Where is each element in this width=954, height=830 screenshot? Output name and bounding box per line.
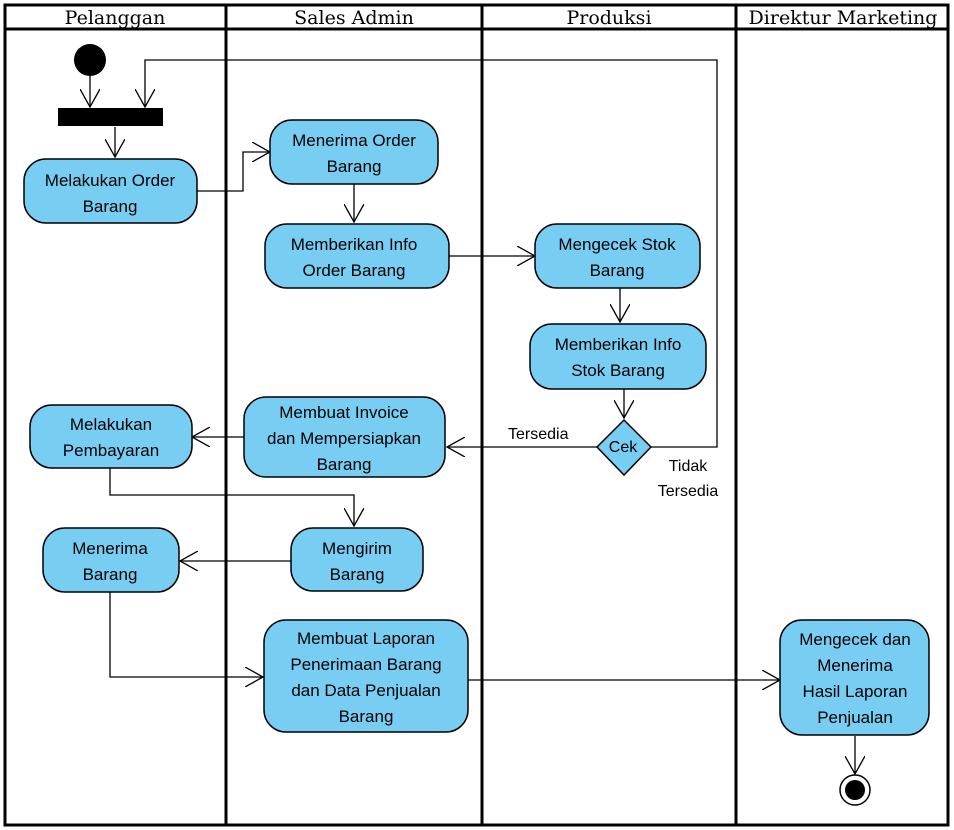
edge-loop-back: [145, 59, 718, 448]
lane-title-direktur-marketing: Direktur Marketing: [749, 7, 938, 29]
decision-node-cek: Cek: [595, 418, 653, 477]
initial-node: [74, 44, 106, 76]
lane-title-pelanggan: Pelanggan: [65, 7, 166, 29]
flow-edges: [90, 59, 855, 774]
svg-text:Cek: Cek: [609, 439, 638, 456]
edge-pembayaran-to-mengirim: [109, 468, 354, 526]
lane-title-sales-admin: Sales Admin: [294, 7, 414, 29]
edge-menerima-to-laporan: [109, 592, 263, 677]
guard-tersedia: Tersedia: [508, 426, 569, 443]
lane-title-produksi: Produksi: [566, 7, 651, 29]
final-node: [839, 774, 871, 806]
swimlane-frame: [3, 3, 950, 827]
edge-order-to-menerima-order: [197, 152, 270, 192]
join-bar: [58, 108, 163, 126]
